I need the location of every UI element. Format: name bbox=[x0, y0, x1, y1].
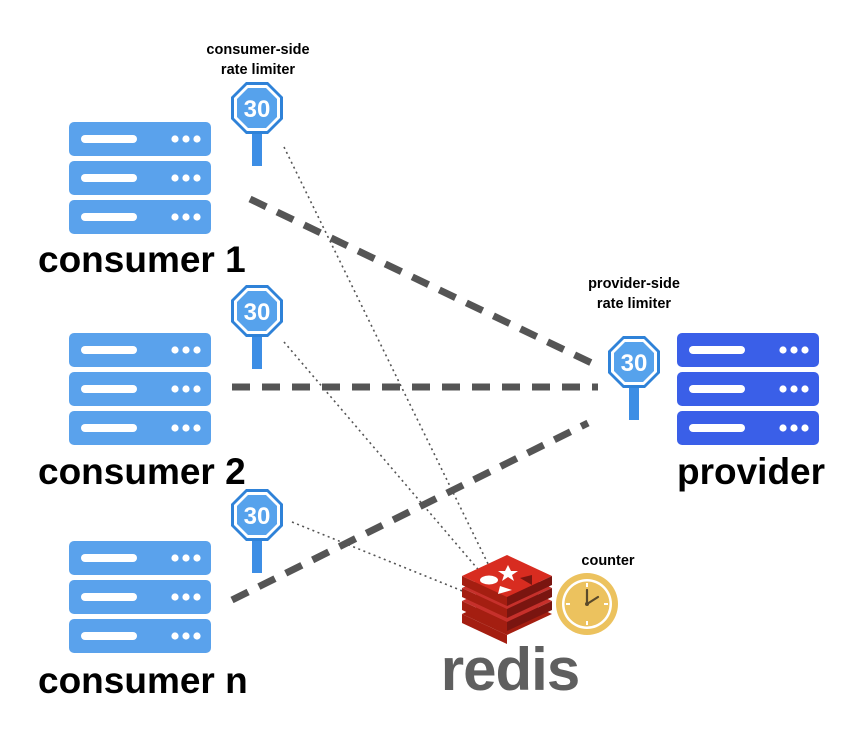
dotted-link-2 bbox=[283, 341, 483, 575]
consumer-2-limit-sign-icon: 30 bbox=[231, 285, 283, 369]
consumer-side-limiter-label-line2: rate limiter bbox=[221, 62, 295, 78]
consumer-n-limit-sign-icon: 30 bbox=[231, 489, 283, 573]
dotted-link-3 bbox=[291, 521, 466, 593]
dotted-links bbox=[283, 146, 493, 593]
consumer-1-server-stack-icon bbox=[69, 122, 211, 234]
sign-value: 30 bbox=[244, 96, 271, 123]
counter-label: counter bbox=[581, 553, 635, 569]
consumer-1-limit-sign-icon: 30 bbox=[231, 82, 283, 166]
consumer-side-limiter-label-line1: consumer-side bbox=[206, 42, 309, 58]
provider-side-limiter-label-line2: rate limiter bbox=[597, 296, 671, 312]
dashed-links bbox=[230, 195, 602, 604]
provider-server-stack-icon bbox=[677, 333, 819, 445]
provider-side-limiter-label-line1: provider-side bbox=[588, 276, 680, 292]
provider-limit-sign-icon: 30 bbox=[608, 336, 660, 420]
dashed-link-3 bbox=[230, 419, 590, 604]
dashed-link-1 bbox=[248, 195, 602, 371]
consumer-2-label: consumer 2 bbox=[38, 451, 246, 492]
sign-value: 30 bbox=[621, 350, 648, 377]
consumer-n-label: consumer n bbox=[38, 660, 248, 701]
clock-icon bbox=[556, 573, 618, 635]
sign-value: 30 bbox=[244, 299, 271, 326]
redis-logo-icon bbox=[462, 555, 552, 644]
sign-value: 30 bbox=[244, 503, 271, 530]
dotted-link-1 bbox=[283, 146, 493, 573]
consumer-n-server-stack-icon bbox=[69, 541, 211, 653]
consumer-2-server-stack-icon bbox=[69, 333, 211, 445]
consumer-1-label: consumer 1 bbox=[38, 239, 246, 280]
provider-label: provider bbox=[677, 451, 825, 492]
redis-wordmark: redis bbox=[441, 636, 579, 703]
